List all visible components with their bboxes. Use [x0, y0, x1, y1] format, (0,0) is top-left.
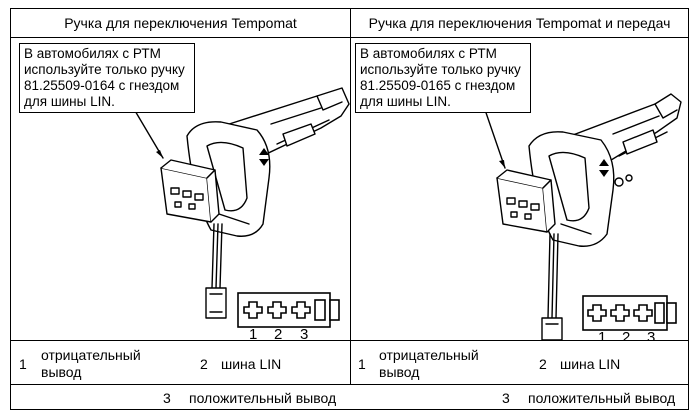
legend-text: шина LIN	[560, 356, 621, 372]
legend-divider	[11, 340, 688, 341]
diagram-table: Ручка для переключения Tempomat Ручка дл…	[10, 8, 689, 410]
note-line: для шины LIN.	[360, 94, 451, 109]
legend-text: отрицательный вывод	[379, 347, 479, 381]
legend-row-divider	[11, 384, 688, 385]
legend-number: 1	[19, 356, 27, 372]
legend-text: положительный вывод	[528, 390, 676, 406]
note-line: В автомобилях с РТМ	[24, 46, 161, 61]
switch-drawing-left: 1 2 3	[130, 87, 350, 340]
legend-number: 3	[163, 390, 171, 406]
legend-text-line: вывод	[41, 364, 82, 380]
pin-label: 3	[647, 329, 655, 340]
note-left: В автомобилях с РТМ используйте только р…	[19, 43, 195, 113]
note-line: используйте только ручку	[24, 62, 185, 77]
column-title-left: Ручка для переключения Tempomat	[64, 15, 297, 31]
legend-text: положительный вывод	[189, 390, 337, 406]
note-right: В автомобилях с РТМ используйте только р…	[355, 43, 531, 113]
note-line: 81.25509-0164 с гнездом	[24, 78, 180, 93]
connector-pinout-left	[237, 292, 340, 328]
legend-text-line: отрицательный	[379, 347, 479, 363]
legend-number: 2	[539, 356, 547, 372]
column-divider	[350, 9, 351, 385]
legend-number: 3	[502, 390, 510, 406]
note-line: В автомобилях с РТМ	[360, 46, 497, 61]
switch-drawing-right: 1 2 3	[482, 93, 682, 340]
note-line: используйте только ручку	[360, 62, 521, 77]
pin-label: 1	[598, 329, 606, 340]
pin-label: 2	[622, 329, 630, 340]
note-line: для шины LIN.	[24, 94, 115, 109]
pin-label: 2	[274, 326, 282, 340]
legend-text: отрицательный вывод	[41, 347, 141, 381]
legend-text: шина LIN	[221, 356, 282, 372]
legend-text-line: вывод	[379, 364, 420, 380]
legend-number: 1	[358, 356, 366, 372]
pin-label: 1	[249, 326, 257, 340]
note-line: 81.25509-0165 с гнездом	[360, 78, 516, 93]
connector-pinout-right	[582, 295, 677, 331]
column-title-right: Ручка для переключения Tempomat и переда…	[368, 15, 671, 31]
header-divider	[11, 37, 688, 38]
pin-label: 3	[300, 326, 308, 340]
legend-text-line: отрицательный	[41, 347, 141, 363]
legend-number: 2	[200, 356, 208, 372]
